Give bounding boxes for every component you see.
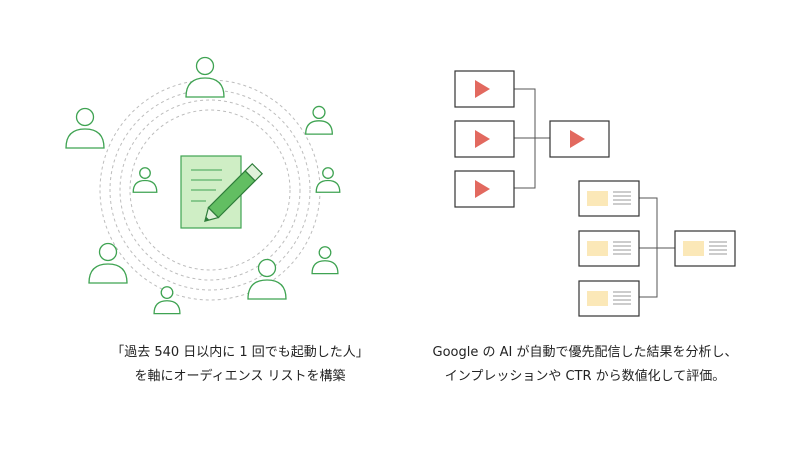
person-icon [247, 258, 287, 300]
left-caption-line2: を軸にオーディエンス リストを構築 [134, 369, 346, 384]
person-icon [315, 167, 341, 193]
person-icon [88, 242, 128, 284]
person-icon [65, 107, 105, 149]
thumbnail-card [578, 230, 640, 267]
thumbnail-card [578, 180, 640, 217]
video-card [549, 120, 610, 158]
thumbnail-image-icon [587, 291, 608, 306]
thumbnail-image-icon [683, 241, 704, 256]
right-caption: Google の AI が自動で優先配信した結果を分析し、 インプレッションや … [385, 341, 785, 389]
person-icon [305, 105, 333, 135]
thumbnail-card [674, 230, 736, 267]
left-caption: 「過去 540 日以内に 1 回でも起動した人」 を軸にオーディエンス リストを… [40, 341, 440, 389]
video-card [454, 70, 515, 108]
person-icon [153, 286, 181, 315]
play-icon [475, 130, 490, 148]
person-icon [311, 246, 339, 275]
thumbnail-image-icon [587, 191, 608, 206]
thumbnail-card [578, 280, 640, 317]
left-caption-line1: 「過去 540 日以内に 1 回でも起動した人」 [111, 345, 369, 360]
play-icon [475, 180, 490, 198]
right-caption-line2: インプレッションや CTR から数値化して評価。 [444, 369, 726, 384]
video-card [454, 120, 515, 158]
person-icon [132, 167, 158, 193]
document-pencil-icon [180, 155, 264, 229]
right-caption-line1: Google の AI が自動で優先配信した結果を分析し、 [432, 345, 738, 360]
thumbnail-image-icon [587, 241, 608, 256]
person-icon [185, 56, 225, 98]
play-icon [475, 80, 490, 98]
video-card [454, 170, 515, 208]
play-icon [570, 130, 585, 148]
connector-lines [514, 88, 675, 298]
